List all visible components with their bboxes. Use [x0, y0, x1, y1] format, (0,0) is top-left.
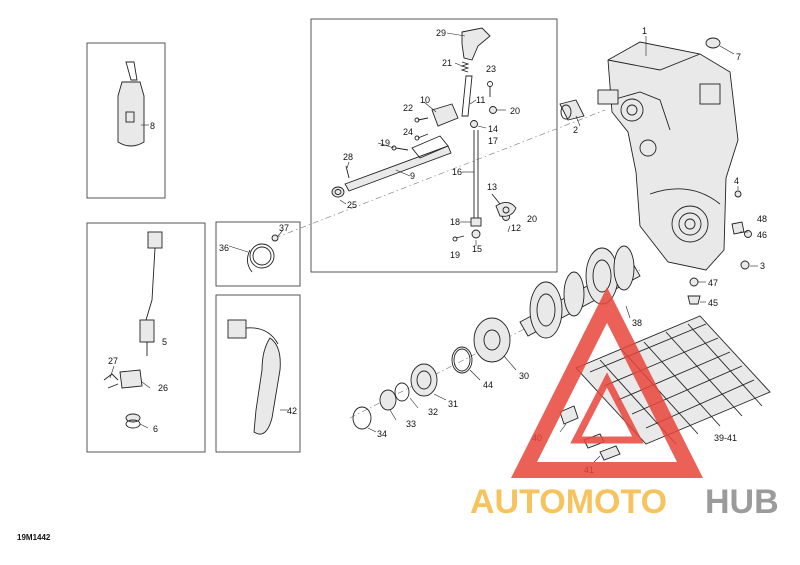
callout-36: 36: [219, 243, 229, 253]
diagram-code: 19M1442: [17, 533, 51, 542]
callout-30: 30: [519, 371, 529, 381]
shift-linkage-parts: [331, 27, 517, 242]
callout-19-lower: 19: [450, 250, 460, 260]
callout-6: 6: [153, 424, 158, 434]
drive-axle: [519, 245, 641, 339]
callout-48: 48: [757, 214, 767, 224]
callout-26: 26: [158, 383, 168, 393]
callout-13: 13: [487, 182, 497, 192]
callout-46: 46: [757, 230, 767, 240]
watermark-inner-triangle-icon: [570, 372, 644, 444]
callout-1: 1: [642, 26, 647, 36]
callout-25: 25: [347, 200, 357, 210]
frame-cover: [215, 294, 301, 453]
callout-28: 28: [343, 152, 353, 162]
callout-31: 31: [448, 399, 458, 409]
frame-sensor-ring: [215, 221, 301, 287]
callout-23: 23: [486, 64, 496, 74]
callout-44: 44: [483, 380, 493, 390]
callout-20-lower: 20: [527, 214, 537, 224]
callout-21: 21: [442, 58, 452, 68]
callout-8: 8: [150, 121, 155, 131]
callout-3: 3: [760, 261, 765, 271]
watermark-word-automoto: AUTOMOTO: [470, 483, 667, 521]
speed-sensor-assembly: [103, 231, 163, 429]
frame-sensor: [86, 222, 206, 453]
callout-9: 9: [410, 171, 415, 181]
callout-5: 5: [162, 337, 167, 347]
callout-11: 11: [476, 95, 485, 105]
callout-17: 17: [488, 136, 498, 146]
bearing-stack: [352, 317, 511, 430]
callout-39-41: 39-41: [714, 433, 737, 443]
callout-16: 16: [452, 167, 462, 177]
lubricant-bottle: [117, 61, 149, 147]
callout-37: 37: [279, 223, 289, 233]
protective-cover: [227, 319, 281, 435]
leader-lines: [109, 36, 758, 463]
callout-42: 42: [287, 406, 297, 416]
callout-33: 33: [406, 419, 416, 429]
plug: [705, 37, 735, 55]
callout-14: 14: [488, 124, 498, 134]
callout-18: 18: [450, 217, 460, 227]
automotohub-watermark: AUTOMOTO HUB: [470, 287, 779, 521]
callout-27: 27: [108, 356, 118, 366]
callout-19-upper: 19: [380, 138, 390, 148]
bushing: [559, 99, 585, 127]
frame-lubricant: [86, 42, 166, 199]
callout-22: 22: [403, 103, 413, 113]
callout-38: 38: [632, 318, 642, 328]
watermark-triangle-icon: [511, 287, 703, 478]
sensor-ring-assembly: [247, 234, 279, 273]
callout-32: 32: [428, 407, 438, 417]
callout-2: 2: [573, 125, 578, 135]
watermark-word-hub: HUB: [705, 483, 779, 521]
callout-10: 10: [420, 95, 430, 105]
callout-29: 29: [436, 28, 446, 38]
callout-4: 4: [734, 176, 739, 186]
callout-45: 45: [708, 298, 718, 308]
callout-12: 12: [511, 223, 521, 233]
callout-34: 34: [377, 429, 387, 439]
frame-shift-linkage: [310, 18, 558, 273]
callout-47: 47: [708, 278, 718, 288]
callout-20-upper: 20: [510, 106, 520, 116]
transmission-housing: [597, 41, 739, 271]
callout-7: 7: [736, 52, 741, 62]
callout-15: 15: [472, 244, 482, 254]
callout-24: 24: [403, 127, 413, 137]
